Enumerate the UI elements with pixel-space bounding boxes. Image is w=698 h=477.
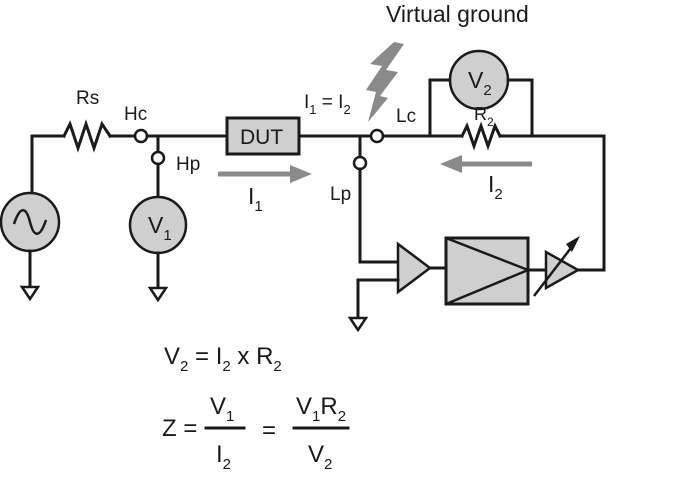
hc-label: Hc — [124, 104, 147, 125]
hp-label: Hp — [176, 154, 200, 175]
i1-arrow-head-icon — [290, 165, 312, 183]
virtual-ground-label: Virtual ground — [386, 1, 529, 27]
equation-z-num1: V1 — [210, 393, 234, 425]
ground-symbol-v1-icon — [147, 286, 169, 303]
sine-wave-icon — [12, 209, 48, 235]
v2-label: V2 — [468, 67, 492, 99]
equation-z-den2: V2 — [308, 441, 332, 473]
hp-terminal — [150, 150, 166, 166]
equation-z-num2: V1R2 — [296, 393, 346, 425]
variable-gain-arrow — [533, 243, 575, 297]
lc-label: Lc — [396, 106, 416, 127]
source-wire — [30, 134, 66, 194]
rs-resistor — [61, 119, 113, 153]
variable-gain-arrow-head-icon — [566, 236, 580, 252]
v1-label: V1 — [148, 212, 172, 244]
i2-arrow-head-icon — [440, 155, 462, 173]
rs-label: Rs — [76, 88, 99, 109]
ground-symbol-amp-icon — [347, 316, 369, 333]
variable-amplifier — [544, 249, 581, 291]
dut-label: DUT — [240, 126, 283, 149]
amplifier-triangle — [396, 241, 433, 295]
ground-symbol-source-icon — [19, 285, 41, 302]
i1-label: I1 — [248, 183, 263, 215]
equation-z-den1: I2 — [216, 441, 231, 473]
lp-label: Lp — [330, 184, 351, 205]
r2-resistor — [459, 121, 503, 151]
v2-right-wire — [506, 78, 534, 138]
lightning-bolt-icon — [366, 42, 404, 122]
r2-right-wire — [498, 134, 606, 272]
current-equality-label: I1 = I2 — [304, 92, 351, 117]
i2-label: I2 — [488, 171, 503, 203]
equation-z-eq: = — [262, 417, 276, 444]
v2-left-wire — [428, 78, 452, 138]
amp-ground-wire — [356, 278, 400, 318]
lc-terminal — [369, 128, 385, 144]
lp-amp-wire — [358, 167, 400, 264]
equation-v2: V2 = I2 x R2 — [164, 343, 282, 375]
detector-block — [444, 236, 530, 306]
r2-label: R2 — [474, 104, 494, 129]
lp-terminal — [352, 155, 368, 171]
hc-terminal — [133, 128, 149, 144]
equation-z-label: Z = — [162, 415, 197, 442]
